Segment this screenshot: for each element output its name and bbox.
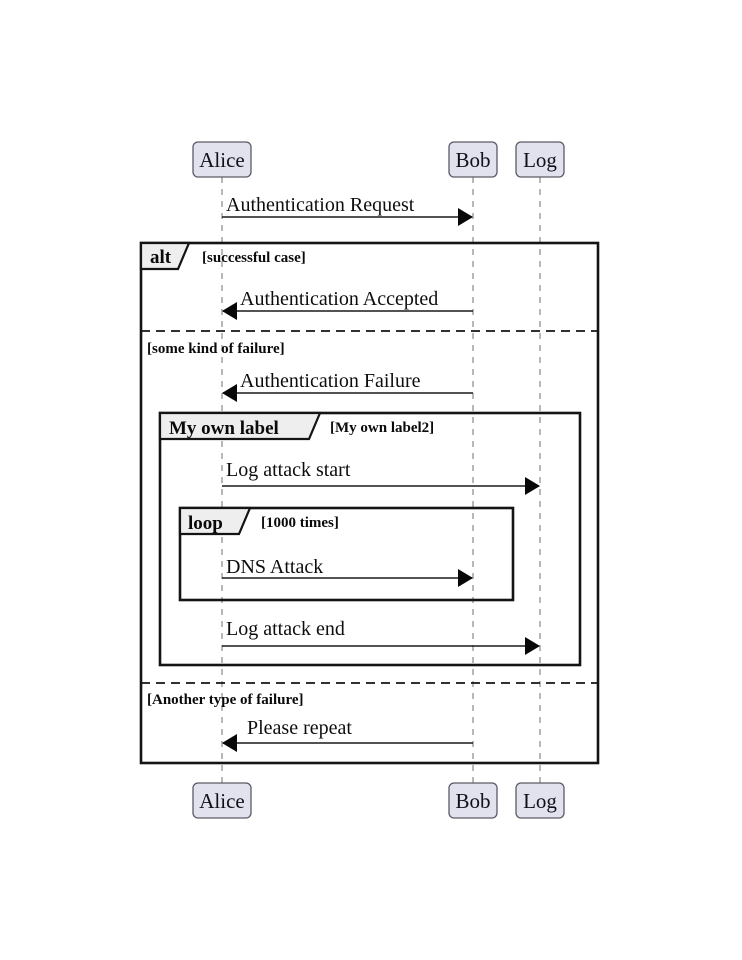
message-m6[interactable]: Log attack end bbox=[222, 618, 540, 655]
message-label-m1: Authentication Request bbox=[226, 194, 415, 216]
actor-box-alice-top[interactable] bbox=[192, 141, 252, 178]
actor-alice-top[interactable]: Alice bbox=[192, 141, 252, 178]
actor-box-log-bottom[interactable] bbox=[515, 782, 565, 819]
frag-alt-guard-label: [successful case] bbox=[202, 250, 306, 266]
actor-label-log-top: Log bbox=[523, 148, 557, 172]
frag-alt-tab bbox=[139, 241, 191, 271]
message-label-m6: Log attack end bbox=[226, 618, 345, 640]
message-m5[interactable]: DNS Attack bbox=[222, 556, 473, 587]
message-m2[interactable]: Authentication Accepted bbox=[222, 288, 473, 320]
message-m4[interactable]: Log attack start bbox=[222, 459, 540, 495]
actor-box-log-top[interactable] bbox=[515, 141, 565, 178]
lifelines-layer bbox=[221, 177, 541, 783]
actor-label-bob-bottom: Bob bbox=[455, 789, 490, 813]
frag-my-own-label-tab bbox=[158, 411, 322, 441]
message-label-m4: Log attack start bbox=[226, 459, 351, 481]
fragments-layer: alt [successful case] [some kind of failur… bbox=[139, 241, 600, 765]
frag-my-own-label: My own label [My own label2] bbox=[158, 411, 582, 667]
frag-my-own-label-border bbox=[158, 411, 582, 667]
message-label-m3: Authentication Failure bbox=[240, 370, 421, 392]
actor-box-bob-bottom[interactable] bbox=[448, 782, 498, 819]
actor-box-bob-top[interactable] bbox=[448, 141, 498, 178]
actor-label-log-bottom: Log bbox=[523, 789, 557, 813]
frag-loop: loop [1000 times] bbox=[178, 506, 515, 602]
actor-log-bottom[interactable]: Log bbox=[515, 782, 565, 819]
frag-alt-divider-1-guard: [Another type of failure] bbox=[147, 692, 304, 708]
message-arrowhead-m2 bbox=[222, 302, 237, 320]
frag-alt-border bbox=[139, 241, 600, 765]
actor-box-alice-bottom[interactable] bbox=[192, 782, 252, 819]
message-label-m2: Authentication Accepted bbox=[240, 288, 438, 310]
actor-label-alice-bottom: Alice bbox=[199, 789, 244, 813]
message-arrowhead-m5 bbox=[458, 569, 473, 587]
message-m7[interactable]: Please repeat bbox=[222, 717, 473, 752]
actor-bob-top[interactable]: Bob bbox=[448, 141, 498, 178]
message-arrowhead-m1 bbox=[458, 208, 473, 226]
message-arrowhead-m6 bbox=[525, 637, 540, 655]
message-m1[interactable]: Authentication Request bbox=[222, 194, 473, 226]
actor-alice-bottom[interactable]: Alice bbox=[192, 782, 252, 819]
message-label-m5: DNS Attack bbox=[226, 556, 323, 578]
actor-log-top[interactable]: Log bbox=[515, 141, 565, 178]
frag-loop-border bbox=[178, 506, 515, 602]
message-arrowhead-m7 bbox=[222, 734, 237, 752]
actor-label-bob-top: Bob bbox=[455, 148, 490, 172]
message-arrowhead-m4 bbox=[525, 477, 540, 495]
frag-loop-guard-label: [1000 times] bbox=[261, 515, 339, 531]
message-arrowhead-m3 bbox=[222, 384, 237, 402]
actor-bob-bottom[interactable]: Bob bbox=[448, 782, 498, 819]
actor-label-alice-top: Alice bbox=[199, 148, 244, 172]
frag-alt-divider-0-guard: [some kind of failure] bbox=[147, 341, 285, 357]
frag-loop-operator-label: loop bbox=[188, 513, 223, 534]
message-label-m7: Please repeat bbox=[247, 717, 352, 739]
frag-loop-tab bbox=[178, 506, 252, 536]
frag-my-own-label-guard-label: [My own label2] bbox=[330, 420, 434, 436]
frag-alt-operator-label: alt bbox=[150, 247, 172, 268]
frag-alt: alt [successful case] [some kind of failur… bbox=[139, 241, 600, 765]
message-m3[interactable]: Authentication Failure bbox=[222, 370, 473, 402]
frag-my-own-label-operator-label: My own label bbox=[169, 418, 279, 439]
